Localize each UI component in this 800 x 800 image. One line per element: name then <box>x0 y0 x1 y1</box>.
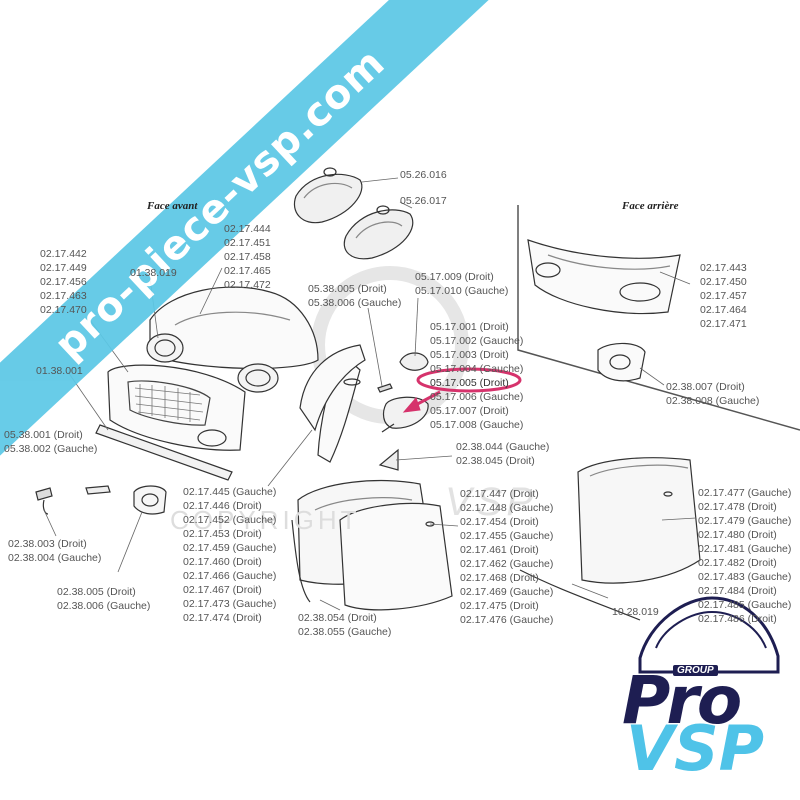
rear-section-divider <box>517 205 800 431</box>
brand-watermark: VSP <box>445 480 538 524</box>
label-side-marker: 02.38.003 (Droit)02.38.004 (Gauche) <box>8 538 102 564</box>
rear-heading: Face arrière <box>622 200 679 212</box>
rear-bumper-drawing <box>527 239 681 315</box>
logo-pro-text: Pro <box>622 662 742 739</box>
label-highlighted-part: 05.17.005 (Droit) <box>430 377 509 389</box>
logo-group-text: GROUP <box>673 665 718 676</box>
copyright-watermark: COPYRIGHT <box>170 505 361 535</box>
label-sill: 02.38.044 (Gauche)02.38.045 (Droit) <box>456 441 550 467</box>
highlight-arrowhead <box>402 397 421 413</box>
logo-vsp-text: VSP <box>626 712 765 785</box>
label-mirror: 05.17.001 (Droit)05.17.002 (Gauche)05.17… <box>430 321 524 431</box>
rear-door-drawing <box>577 457 701 584</box>
headlight-upper-drawing <box>293 167 363 224</box>
highlight-ring <box>416 367 522 393</box>
leader-lines <box>43 177 697 611</box>
label-mirror-glass: 05.17.009 (Droit)05.17.010 (Gauche) <box>415 271 509 297</box>
door-seal-drawing <box>291 519 311 603</box>
label-roof-seal: 10.28.019 <box>612 606 659 618</box>
label-rear-door: 02.17.477 (Gauche)02.17.478 (Droit)02.17… <box>698 487 792 625</box>
headlight-lower-drawing <box>343 205 414 260</box>
front-lamp-right-drawing <box>237 363 279 393</box>
label-front-lamp: 01.38.019 <box>130 267 177 279</box>
front-door-drawing <box>297 479 453 611</box>
indicator-drawing <box>85 485 111 495</box>
fender-drawing <box>299 344 366 463</box>
grille-strip-drawing <box>95 424 233 481</box>
label-headlights: 05.26.016 05.26.017 <box>400 169 447 207</box>
sill-drawing <box>378 448 399 471</box>
side-repeater-drawing <box>377 383 393 393</box>
front-lamp-left-drawing <box>146 333 184 363</box>
roof-seal-drawing <box>519 569 641 621</box>
front-heading: Face avant <box>147 200 198 212</box>
label-door-seal: 02.38.054 (Droit)02.38.055 (Gauche) <box>298 612 392 638</box>
label-side-repeater: 05.38.005 (Droit)05.38.006 (Gauche) <box>308 283 402 309</box>
mirror-glass-drawing <box>399 352 429 371</box>
label-rear-lamp: 02.38.007 (Droit)02.38.008 (Gauche) <box>666 381 760 407</box>
fog-lamp-drawing <box>133 485 167 515</box>
logo-car-outline <box>638 596 780 674</box>
label-front-door: 02.17.447 (Droit)02.17.448 (Gauche)02.17… <box>460 488 554 626</box>
rear-lamp-drawing <box>597 342 646 382</box>
label-indicator: 05.38.001 (Droit)05.38.002 (Gauche) <box>4 429 98 455</box>
front-hood-drawing <box>149 286 319 370</box>
label-fender: 02.17.445 (Gauche)02.17.446 (Droit)02.17… <box>183 486 277 624</box>
label-grille-strip: 01.38.001 <box>36 365 83 377</box>
front-bumper-drawing <box>107 364 246 451</box>
label-fog-lamp: 02.38.005 (Droit)02.38.006 (Gauche) <box>57 586 151 612</box>
